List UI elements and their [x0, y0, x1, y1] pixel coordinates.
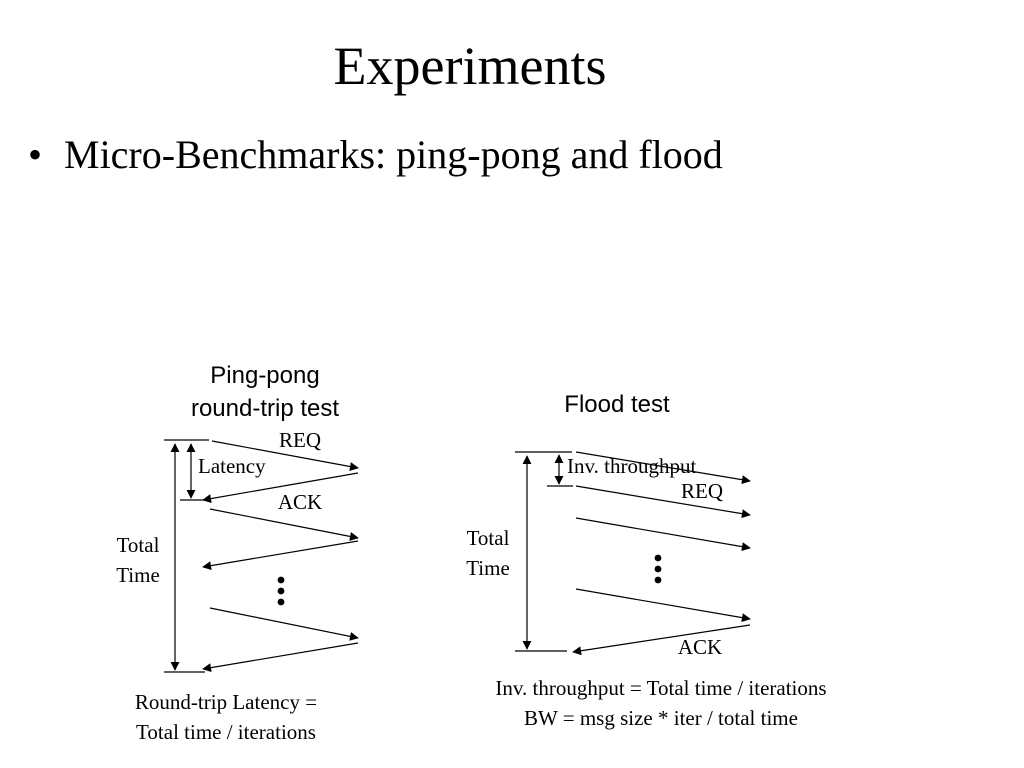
flood-ellipsis-dot	[654, 565, 662, 573]
pingpong-ellipsis-dot	[277, 587, 285, 595]
pingpong-req-arrow-1	[211, 440, 359, 471]
pingpong-ellipsis-dot	[277, 576, 285, 584]
flood-req-label: REQ	[681, 479, 723, 503]
flood-ellipsis-dot	[654, 576, 662, 584]
flood-inv-throughput-label: Inv. throughput	[567, 454, 696, 478]
pingpong-req-arrow-2	[209, 508, 359, 541]
pingpong-diagram: Ping-pong round-trip test REQ Latency AC…	[116, 362, 359, 744]
pingpong-latency-label: Latency	[198, 454, 266, 478]
pingpong-ack-arrow-n	[202, 642, 359, 673]
flood-diagram: Flood test Inv. throughput REQ Total Tim…	[466, 391, 826, 730]
pingpong-title-line1: Ping-pong	[210, 362, 319, 389]
pingpong-total-label-line1: Total	[117, 533, 160, 557]
flood-req-arrow-n	[575, 588, 751, 623]
flood-req-arrow-1	[575, 451, 751, 485]
bullet-item: • Micro-Benchmarks: ping-pong and flood	[28, 130, 723, 180]
pingpong-req-label: REQ	[279, 428, 321, 452]
pingpong-ack-arrow-2	[202, 540, 359, 571]
pingpong-formula-line2: Total time / iterations	[136, 720, 316, 744]
flood-req-arrow-3	[575, 517, 751, 552]
pingpong-req-arrow-n	[209, 607, 359, 641]
flood-ellipsis-dot	[654, 554, 662, 562]
pingpong-ellipsis-dot	[277, 598, 285, 606]
slide-title: Experiments	[333, 36, 607, 96]
pingpong-formula-line1: Round-trip Latency =	[135, 690, 317, 714]
flood-formula-line1: Inv. throughput = Total time / iteration…	[495, 676, 826, 700]
pingpong-total-label-line2: Time	[116, 563, 160, 587]
pingpong-ack-arrow-1	[202, 472, 359, 504]
flood-ack-label: ACK	[678, 635, 722, 659]
flood-title: Flood test	[564, 391, 670, 418]
flood-formula-line2: BW = msg size * iter / total time	[524, 706, 798, 730]
bullet-glyph: •	[28, 132, 43, 177]
flood-total-label-line2: Time	[466, 556, 510, 580]
flood-req-arrow-2	[575, 485, 751, 519]
pingpong-ack-label: ACK	[278, 490, 322, 514]
bullet-text: Micro-Benchmarks: ping-pong and flood	[64, 132, 723, 177]
pingpong-title-line2: round-trip test	[191, 395, 339, 422]
flood-total-label-line1: Total	[467, 526, 510, 550]
flood-ack-arrow	[572, 624, 751, 656]
